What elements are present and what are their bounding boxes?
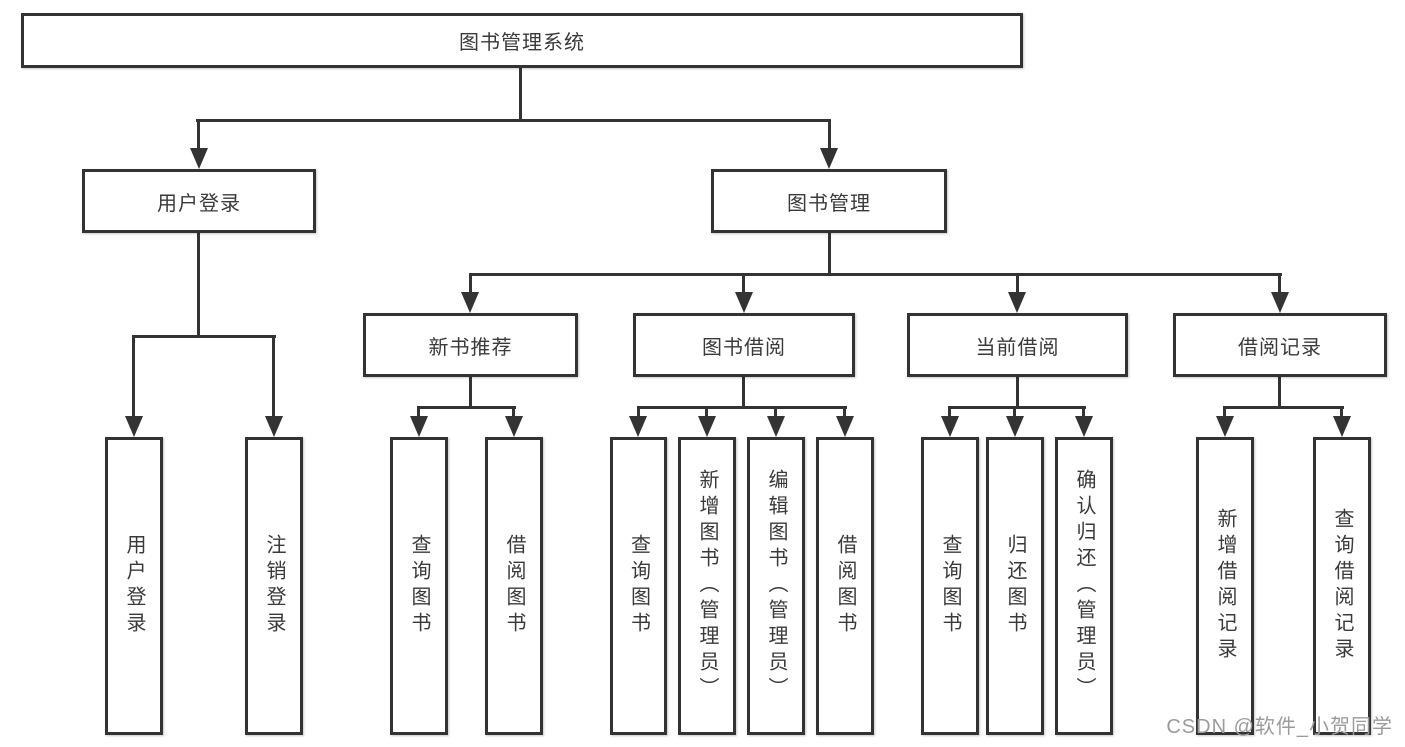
connector-line	[705, 408, 708, 418]
arrowhead-down-icon	[505, 416, 523, 437]
leaf-logout: 注销登录	[245, 437, 303, 735]
connector-line	[469, 377, 472, 408]
connector-line	[1016, 377, 1019, 408]
connector-line	[637, 406, 847, 409]
leaf-query-borrow-record: 查询借阅记录	[1313, 437, 1371, 735]
arrowhead-down-icon	[1008, 292, 1026, 313]
leaf-return-books: 归还图书	[986, 437, 1044, 735]
node-current-borrowing: 当前借阅	[907, 313, 1128, 377]
leaf-label: 注销登录	[263, 534, 285, 638]
connector-line	[774, 408, 777, 418]
node-label: 图书借阅	[702, 336, 786, 359]
connector-line	[196, 119, 831, 122]
leaf-label: 查询图书	[408, 534, 430, 638]
node-label: 借阅记录	[1238, 336, 1322, 359]
node-new-book-recommendation: 新书推荐	[363, 313, 578, 377]
connector-line	[512, 408, 515, 418]
connector-line	[948, 408, 951, 418]
connector-line	[197, 233, 200, 337]
connector-line	[469, 273, 1282, 276]
node-label: 图书管理系统	[459, 32, 585, 54]
leaf-query-books-borrow: 查询图书	[610, 437, 667, 735]
leaf-query-books-recommend: 查询图书	[390, 437, 448, 735]
leaf-label: 新增图书（管理员）	[696, 469, 718, 703]
leaf-label: 查询借阅记录	[1331, 508, 1353, 664]
arrowhead-down-icon	[1216, 416, 1234, 437]
connector-line	[1082, 408, 1085, 418]
node-label: 新书推荐	[428, 336, 513, 359]
leaf-borrow-books-recommend: 借阅图书	[485, 437, 543, 735]
leaf-query-books-current: 查询图书	[921, 437, 979, 735]
connector-line	[519, 66, 522, 122]
leaf-label: 新增借阅记录	[1214, 508, 1236, 664]
leaf-user-login: 用户登录	[105, 437, 163, 735]
arrowhead-down-icon	[767, 416, 785, 437]
arrowhead-down-icon	[629, 416, 647, 437]
connector-line	[272, 337, 275, 417]
arrowhead-down-icon	[1333, 416, 1351, 437]
arrowhead-down-icon	[461, 292, 479, 313]
leaf-add-books-admin: 新增图书（管理员）	[678, 437, 736, 735]
connector-line	[828, 233, 831, 275]
leaf-borrow-books: 借阅图书	[816, 437, 874, 735]
connector-line	[132, 335, 276, 338]
connector-line	[1223, 408, 1226, 418]
node-label: 图书管理	[787, 192, 871, 215]
leaf-label: 编辑图书（管理员）	[765, 469, 787, 703]
connector-line	[1223, 406, 1344, 409]
connector-line	[417, 406, 516, 409]
arrowhead-down-icon	[941, 416, 959, 437]
arrowhead-down-icon	[1271, 292, 1289, 313]
connector-line	[197, 121, 200, 149]
connector-line	[843, 408, 846, 418]
leaf-label: 用户登录	[123, 534, 145, 638]
node-book-borrowing: 图书借阅	[633, 313, 855, 377]
node-book-management: 图书管理	[711, 169, 947, 233]
arrowhead-down-icon	[190, 148, 208, 169]
connector-line	[1278, 275, 1281, 295]
connector-line	[417, 408, 420, 418]
leaf-add-borrow-record: 新增借阅记录	[1196, 437, 1254, 735]
node-library-management-system: 图书管理系统	[21, 13, 1023, 68]
arrowhead-down-icon	[698, 416, 716, 437]
leaf-edit-books-admin: 编辑图书（管理员）	[747, 437, 805, 735]
arrowhead-down-icon	[265, 416, 283, 437]
leaf-label: 查询图书	[627, 534, 650, 638]
connector-line	[828, 121, 831, 149]
leaf-label: 归还图书	[1004, 534, 1026, 638]
connector-line	[742, 275, 745, 295]
leaf-label: 借阅图书	[834, 534, 856, 638]
connector-line	[1013, 408, 1016, 418]
csdn-watermark: CSDN @软件_小贺同学	[1166, 716, 1393, 738]
arrowhead-down-icon	[1006, 416, 1024, 437]
node-label: 用户登录	[157, 192, 241, 215]
connector-line	[1340, 408, 1343, 418]
node-label: 当前借阅	[975, 336, 1060, 359]
connector-line	[1016, 275, 1019, 295]
arrowhead-down-icon	[1075, 416, 1093, 437]
leaf-label: 确认归还（管理员）	[1073, 469, 1095, 703]
arrowhead-down-icon	[836, 416, 854, 437]
node-user-login: 用户登录	[82, 169, 316, 233]
connector-line	[637, 408, 640, 418]
leaf-label: 借阅图书	[503, 534, 525, 638]
arrowhead-down-icon	[735, 292, 753, 313]
leaf-label: 查询图书	[939, 534, 961, 638]
arrowhead-down-icon	[125, 416, 143, 437]
node-borrowing-records: 借阅记录	[1173, 313, 1387, 377]
connector-line	[1278, 377, 1281, 408]
arrowhead-down-icon	[410, 416, 428, 437]
arrowhead-down-icon	[820, 148, 838, 169]
leaf-confirm-return-admin: 确认归还（管理员）	[1055, 437, 1113, 735]
connector-line	[132, 337, 135, 417]
connector-line	[742, 377, 745, 408]
connector-line	[469, 275, 472, 295]
connector-line	[948, 406, 1086, 409]
